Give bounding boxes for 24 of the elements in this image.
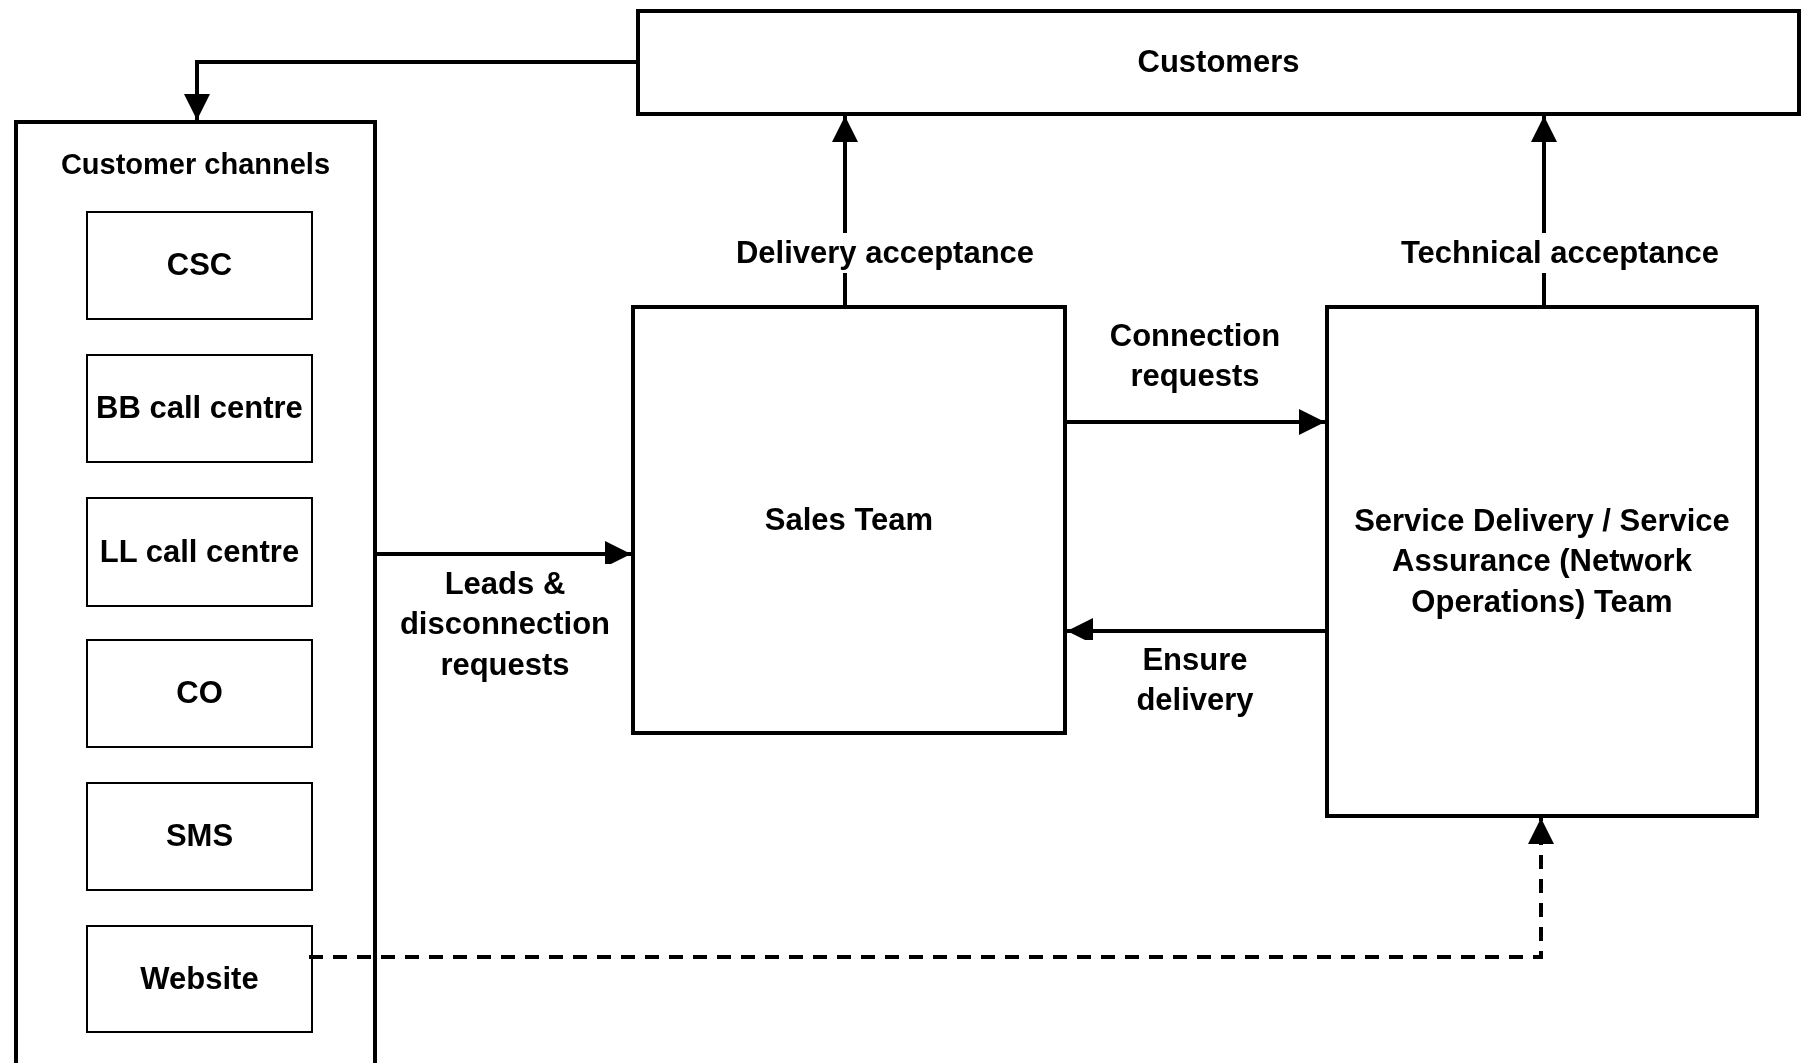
process-box xyxy=(86,639,313,748)
arrow xyxy=(184,60,636,120)
box-label: Customers xyxy=(1136,43,1301,82)
process-box xyxy=(631,305,1067,735)
group-title: Customer channels xyxy=(59,147,332,182)
process-box xyxy=(86,925,313,1033)
box-label: SMS xyxy=(164,817,235,856)
process-box xyxy=(86,497,313,607)
box-label: CSC xyxy=(165,246,234,285)
process-box xyxy=(86,782,313,891)
process-box xyxy=(636,9,1801,116)
process-box xyxy=(1325,305,1759,818)
box-label: LL call centre xyxy=(98,532,301,571)
box-label: Website xyxy=(139,959,260,998)
arrow xyxy=(377,541,631,567)
box-label: CO xyxy=(175,674,224,713)
arrow xyxy=(1067,409,1325,435)
group-box xyxy=(14,120,377,1063)
dashed-arrow xyxy=(309,818,1554,959)
box-label: BB call centre xyxy=(95,389,304,428)
process-box xyxy=(86,354,313,463)
box-label: Service Delivery / Service Assurance (Network Operations) Team xyxy=(1353,502,1731,621)
box-label: Sales Team xyxy=(763,500,935,539)
process-box xyxy=(86,211,313,320)
